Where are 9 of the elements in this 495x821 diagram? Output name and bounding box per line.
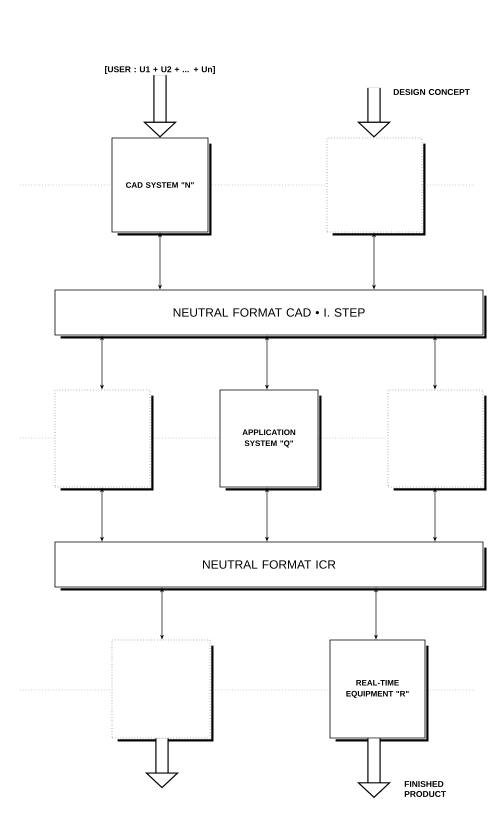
text-label: DESIGN CONCEPT [394, 89, 470, 95]
text-label: [USER : U1 + U2 + ... + Un] [105, 66, 215, 74]
text-label: FINISHED PRODUCT [404, 781, 446, 797]
format-band: NEUTRAL FORMAT ICR [54, 542, 486, 590]
format-band: NEUTRAL FORMAT CAD • I. STEP [54, 290, 486, 338]
empty-box [112, 640, 214, 742]
empty-box [388, 390, 486, 490]
empty-box [54, 390, 154, 490]
empty-box [326, 138, 426, 236]
